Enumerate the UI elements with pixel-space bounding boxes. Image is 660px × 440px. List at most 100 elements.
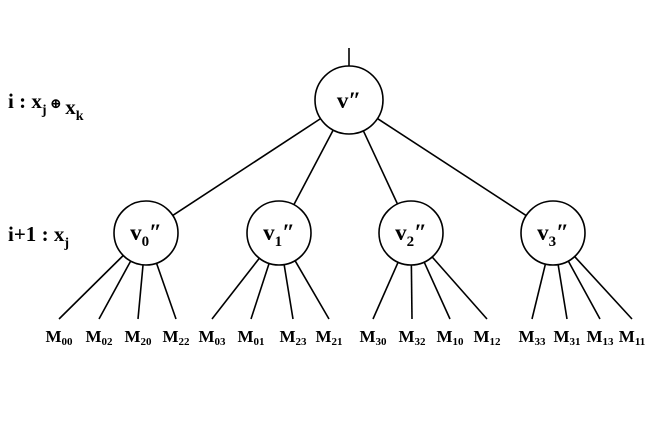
leaf-label: M13: [586, 327, 614, 348]
leaf-sub: 00: [62, 336, 74, 348]
level-variable: x: [65, 95, 76, 119]
leaf-base: M: [398, 327, 414, 346]
edge-child-leaf: [557, 264, 568, 320]
child-node-sub: 2: [407, 234, 415, 250]
leaf-sub: 13: [603, 336, 615, 348]
root-node-prime: ″: [348, 88, 361, 113]
level-labels: i : xj ⊕ xki+1 : xj: [8, 89, 84, 251]
leaf-base: M: [237, 327, 253, 346]
leaf-base: M: [473, 327, 489, 346]
leaf-sub: 23: [296, 336, 308, 348]
edge-child-leaf: [531, 263, 547, 320]
leaf-base: M: [124, 327, 140, 346]
level-variable-sub: k: [76, 109, 84, 124]
leaf-label: M02: [85, 327, 113, 348]
leaf-label: M31: [553, 327, 580, 348]
root-node-label: v″: [337, 88, 361, 113]
edge-child-leaf: [410, 264, 413, 320]
leaf-label: M22: [162, 327, 190, 348]
child-node-circle: [520, 200, 586, 266]
leaf-base: M: [359, 327, 375, 346]
level-separator: :: [14, 89, 32, 113]
leaf-base: M: [315, 327, 331, 346]
root-node-base: v: [337, 88, 349, 113]
leaf-base: M: [198, 327, 214, 346]
leaf-label: M11: [619, 327, 645, 348]
level-index: i+1: [8, 222, 36, 246]
root-node: v″: [314, 65, 384, 135]
child-node-base: v: [130, 220, 142, 245]
child-node-sub: 0: [142, 234, 150, 250]
edge-child-leaf: [294, 260, 330, 320]
child-node-prime: ″: [149, 220, 162, 245]
edge-child-leaf: [250, 263, 270, 320]
child-node-sub: 3: [549, 234, 557, 250]
child-node-label: v1″: [263, 220, 295, 250]
leaf-sub: 20: [141, 336, 153, 348]
child-node-circle: [113, 200, 179, 266]
edge-child-leaf: [574, 256, 633, 320]
level-label-1: i+1 : xj: [8, 222, 69, 251]
edge-child-leaf: [211, 257, 260, 320]
leaf-base: M: [162, 327, 178, 346]
leaf-sub: 01: [254, 336, 265, 348]
tree-edges: [58, 48, 633, 320]
leaf-sub: 31: [570, 336, 581, 348]
child-node-1: v1″: [246, 200, 312, 266]
edge-root-child-2: [362, 130, 399, 205]
edge-child-leaf: [431, 256, 488, 320]
child-node-circle: [378, 200, 444, 266]
child-node-2: v2″: [378, 200, 444, 266]
leaf-base: M: [619, 327, 635, 346]
leaf-label: M00: [45, 327, 73, 348]
edge-child-leaf: [155, 262, 177, 320]
edge-child-leaf: [98, 260, 132, 320]
child-node-circle: [246, 200, 312, 266]
edge-child-leaf: [283, 264, 294, 320]
edge-root-child-0: [172, 117, 321, 217]
edge-root-child-3: [377, 117, 527, 217]
leaf-label: M12: [473, 327, 501, 348]
level-separator: :: [36, 222, 54, 246]
leaf-base: M: [553, 327, 569, 346]
level-variable: x: [54, 222, 65, 246]
edge-child-leaf: [423, 261, 451, 320]
leaf-sub: 10: [453, 336, 465, 348]
leaf-base: M: [45, 327, 61, 346]
leaf-base: M: [279, 327, 295, 346]
edge-root-child-1: [293, 129, 334, 206]
xor-operator: ⊕: [47, 97, 66, 112]
level-variable-sub: j: [41, 103, 47, 118]
level-variable: x: [31, 89, 42, 113]
level-index: i: [8, 89, 14, 113]
leaf-label: M10: [436, 327, 464, 348]
child-node-prime: ″: [282, 220, 295, 245]
leaf-sub: 21: [332, 336, 343, 348]
edge-child-leaf: [372, 261, 399, 320]
child-node-base: v: [537, 220, 549, 245]
leaf-label: M21: [315, 327, 342, 348]
edge-child-leaf: [567, 260, 601, 320]
leaf-sub: 33: [535, 336, 547, 348]
leaf-base: M: [518, 327, 534, 346]
leaf-label: M23: [279, 327, 307, 348]
edge-child-leaf: [58, 254, 124, 320]
child-node-0: v0″: [113, 200, 179, 266]
child-node-label: v3″: [537, 220, 569, 250]
leaf-label: M33: [518, 327, 546, 348]
child-node-prime: ″: [556, 220, 569, 245]
leaf-base: M: [85, 327, 101, 346]
child-node-base: v: [395, 220, 407, 245]
leaf-sub: 12: [490, 336, 502, 348]
leaf-label: M32: [398, 327, 426, 348]
leaf-sub: 32: [415, 336, 427, 348]
leaf-label: M01: [237, 327, 264, 348]
child-node-3: v3″: [520, 200, 586, 266]
child-node-label: v0″: [130, 220, 162, 250]
child-node-sub: 1: [275, 234, 283, 250]
leaf-base: M: [586, 327, 602, 346]
edge-child-leaf: [137, 264, 144, 320]
leaf-base: M: [436, 327, 452, 346]
